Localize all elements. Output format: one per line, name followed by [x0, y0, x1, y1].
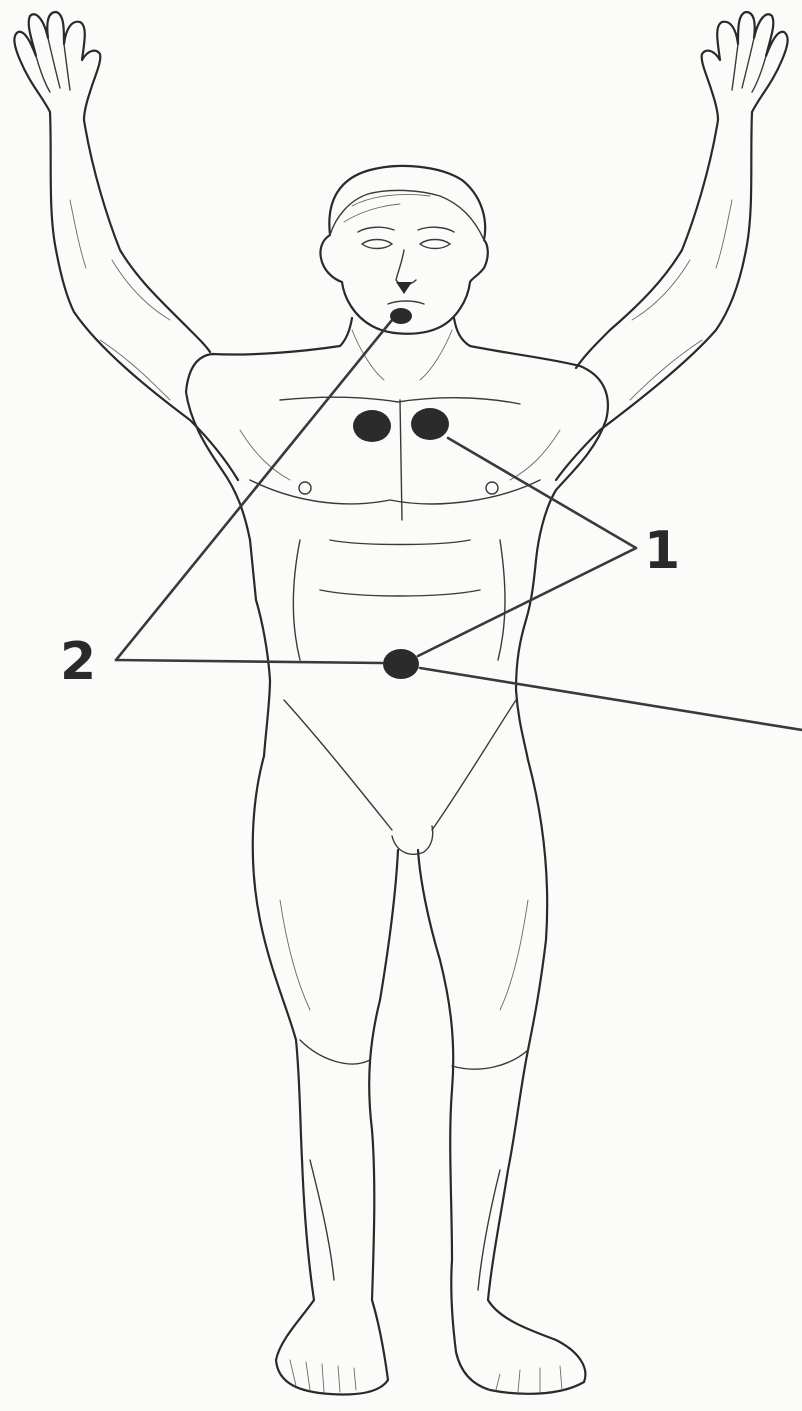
left-arm	[50, 112, 238, 480]
left-eye	[362, 240, 392, 249]
left-leg	[253, 756, 398, 1394]
leader-2-chin	[116, 320, 392, 660]
right-leg	[418, 760, 585, 1394]
mouth	[388, 301, 424, 304]
label-1: 1	[644, 521, 680, 581]
right-eye	[420, 240, 450, 249]
right-nipple	[486, 482, 498, 494]
right-chest-point	[411, 408, 449, 440]
hair	[330, 190, 484, 240]
leader-1-navel	[418, 548, 636, 656]
leader-2-navel	[116, 660, 382, 663]
abdomen-lines	[330, 540, 470, 545]
left-chest-point	[353, 410, 391, 442]
label-2: 2	[60, 632, 96, 692]
navel-point	[383, 649, 419, 679]
leader-navel-right	[420, 668, 802, 730]
chin-point	[390, 308, 412, 324]
left-hand	[14, 12, 100, 120]
leader-lines	[116, 320, 802, 730]
nose	[396, 250, 416, 285]
human-body-outline	[14, 12, 787, 1394]
right-arm	[556, 112, 752, 480]
right-hand	[702, 12, 788, 120]
left-nipple	[299, 482, 311, 494]
torso-left-side	[186, 318, 352, 756]
